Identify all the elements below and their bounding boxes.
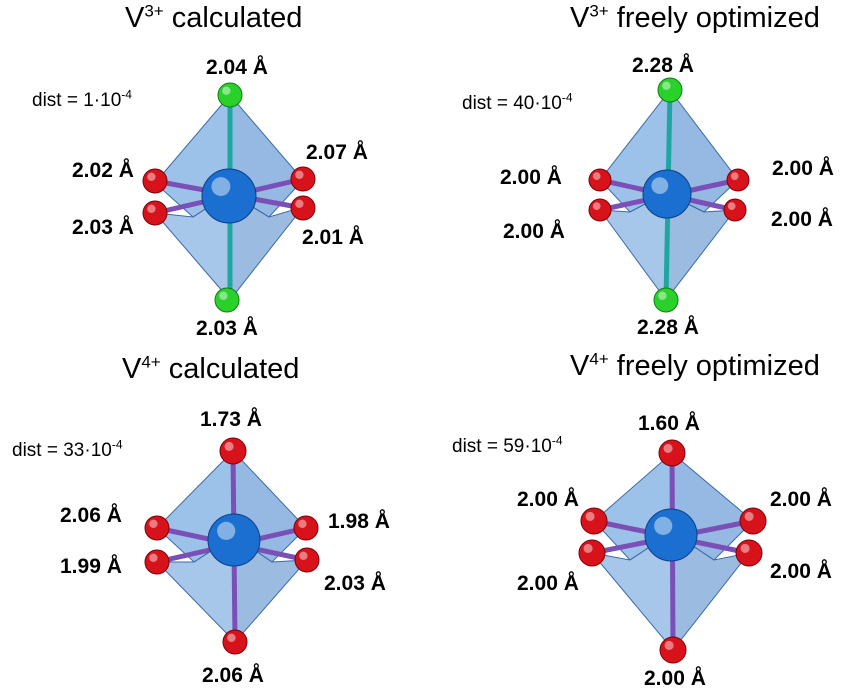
halide-atom xyxy=(214,287,240,313)
atom-highlight xyxy=(727,202,736,210)
bond-length-label: 2.00 Å xyxy=(500,166,562,189)
bond-length-label: 2.06 Å xyxy=(60,504,122,527)
halide-atom xyxy=(217,82,243,108)
atom-highlight xyxy=(149,553,158,562)
oxygen-atom xyxy=(142,168,168,194)
vanadium-atom xyxy=(644,508,698,562)
oxygen-atom xyxy=(142,200,168,226)
atom-highlight xyxy=(147,172,156,181)
bond-length-label: 2.02 Å xyxy=(72,159,134,182)
bond-length-label: 2.28 Å xyxy=(632,54,694,77)
atom-highlight xyxy=(583,543,593,553)
oxygen-atom xyxy=(659,636,687,664)
atom-highlight xyxy=(730,172,739,180)
oxygen-atom xyxy=(293,515,319,541)
atom-highlight xyxy=(299,551,308,560)
oxygen-atom xyxy=(290,195,316,221)
panel-title: V4+ freely optimized xyxy=(570,349,820,382)
atom-highlight xyxy=(149,519,158,528)
oxygen-atom xyxy=(726,168,750,192)
bond-length-label: 2.00 Å xyxy=(503,220,565,243)
atom-highlight xyxy=(740,543,750,553)
distortion-value: dist = 1·10-4 xyxy=(32,87,132,111)
bond-length-label: 2.03 Å xyxy=(196,317,258,340)
oxygen-atom xyxy=(219,437,247,465)
bond-length-label: 2.00 Å xyxy=(644,667,706,690)
bond-length-label: 2.00 Å xyxy=(517,488,579,511)
oxygen-atom xyxy=(739,507,767,535)
bond-length-label: 2.00 Å xyxy=(517,572,579,595)
bond-length-label: 2.01 Å xyxy=(302,226,364,249)
bond-length-label: 1.73 Å xyxy=(200,408,262,431)
oxygen-atom xyxy=(658,439,686,467)
bond-length-label: 2.00 Å xyxy=(770,560,832,583)
vanadium-atom xyxy=(642,169,692,219)
atom-highlight xyxy=(663,443,673,454)
atom-highlight xyxy=(217,521,236,541)
atom-highlight xyxy=(664,640,674,650)
bond-length-label: 2.03 Å xyxy=(324,572,386,595)
atom-highlight xyxy=(211,177,231,196)
atom-highlight xyxy=(227,633,236,642)
atom-highlight xyxy=(585,511,595,521)
halide-atom xyxy=(653,287,679,313)
atom-highlight xyxy=(147,204,156,213)
atom-highlight xyxy=(295,170,304,179)
panel-title: V4+ calculated xyxy=(122,352,300,385)
oxygen-atom xyxy=(222,629,248,655)
bond-length-label: 1.98 Å xyxy=(328,510,390,533)
distortion-value: dist = 40·10-4 xyxy=(462,90,573,114)
panel-title: V3+ calculated xyxy=(125,1,303,34)
oxygen-atom xyxy=(735,539,763,567)
oxygen-atom xyxy=(294,547,320,573)
oxygen-atom xyxy=(588,168,612,192)
bond-length-label: 2.04 Å xyxy=(206,56,268,79)
atom-highlight xyxy=(651,177,669,195)
atom-highlight xyxy=(654,516,673,536)
bond-length-label: 2.00 Å xyxy=(772,157,834,180)
atom-highlight xyxy=(662,81,671,91)
bond-length-label: 2.00 Å xyxy=(771,208,833,231)
bond-length-label: 2.28 Å xyxy=(637,316,699,339)
atom-highlight xyxy=(592,202,601,210)
oxygen-atom xyxy=(580,507,608,535)
oxygen-atom xyxy=(723,198,747,222)
bond-length-label: 1.99 Å xyxy=(60,555,122,578)
bond-length-label: 2.06 Å xyxy=(202,664,264,687)
halide-atom xyxy=(657,77,683,103)
bond-length-label: 2.00 Å xyxy=(770,488,832,511)
atom-highlight xyxy=(298,519,307,528)
atom-highlight xyxy=(295,199,304,208)
atom-highlight xyxy=(219,291,228,300)
atom-highlight xyxy=(658,291,667,300)
panel-title: V3+ freely optimized xyxy=(570,1,820,34)
vanadium-atom xyxy=(207,513,261,567)
vanadium-atom xyxy=(201,168,257,224)
oxygen-atom xyxy=(144,549,170,575)
bond-length-label: 2.07 Å xyxy=(306,141,368,164)
atom-highlight xyxy=(224,441,234,452)
distortion-value: dist = 59·10-4 xyxy=(452,433,563,457)
oxygen-atom xyxy=(578,539,606,567)
oxygen-atom xyxy=(290,166,316,192)
atom-highlight xyxy=(222,86,231,96)
bond-length-label: 2.03 Å xyxy=(72,216,134,239)
atom-highlight xyxy=(744,511,754,521)
atom-highlight xyxy=(592,172,601,180)
oxygen-atom xyxy=(144,515,170,541)
oxygen-atom xyxy=(588,198,612,222)
bond-length-label: 1.60 Å xyxy=(638,412,700,435)
distortion-value: dist = 33·10-4 xyxy=(12,437,123,461)
